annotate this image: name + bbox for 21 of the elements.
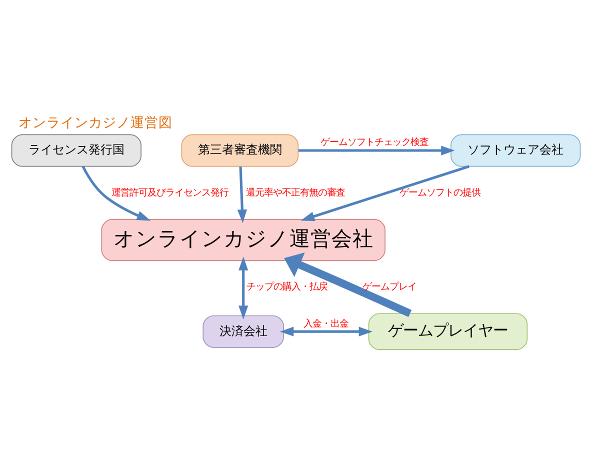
node-box: オンラインカジノ運営会社 <box>101 219 386 261</box>
edge-label: 還元率や不正有無の審査 <box>246 187 346 198</box>
edge-label: チップの購入・払戻 <box>246 281 328 292</box>
arrow <box>300 165 470 221</box>
arrow <box>82 166 151 221</box>
arrow <box>284 252 412 318</box>
node-box: ゲームプレイヤー <box>368 313 528 350</box>
edge-label: 運営許可及びライセンス発行 <box>112 187 229 198</box>
edge-label: ゲームソフトの提供 <box>400 187 481 198</box>
arrow <box>298 146 455 156</box>
node-box: 第三者審査機関 <box>181 134 299 167</box>
edge-label: ゲームプレイ <box>362 281 417 292</box>
edge-label: ゲームソフトチェック検査 <box>320 137 429 148</box>
diagram-title: オンラインカジノ運営図 <box>18 114 173 131</box>
arrow <box>237 166 247 224</box>
node-box: ライセンス発行国 <box>11 134 142 167</box>
arrow <box>280 326 373 336</box>
node-box: ソフトウェア会社 <box>450 134 581 167</box>
arrow <box>238 256 248 320</box>
edge-label: 入金・出金 <box>304 318 349 330</box>
node-box: 決済会社 <box>202 315 284 348</box>
